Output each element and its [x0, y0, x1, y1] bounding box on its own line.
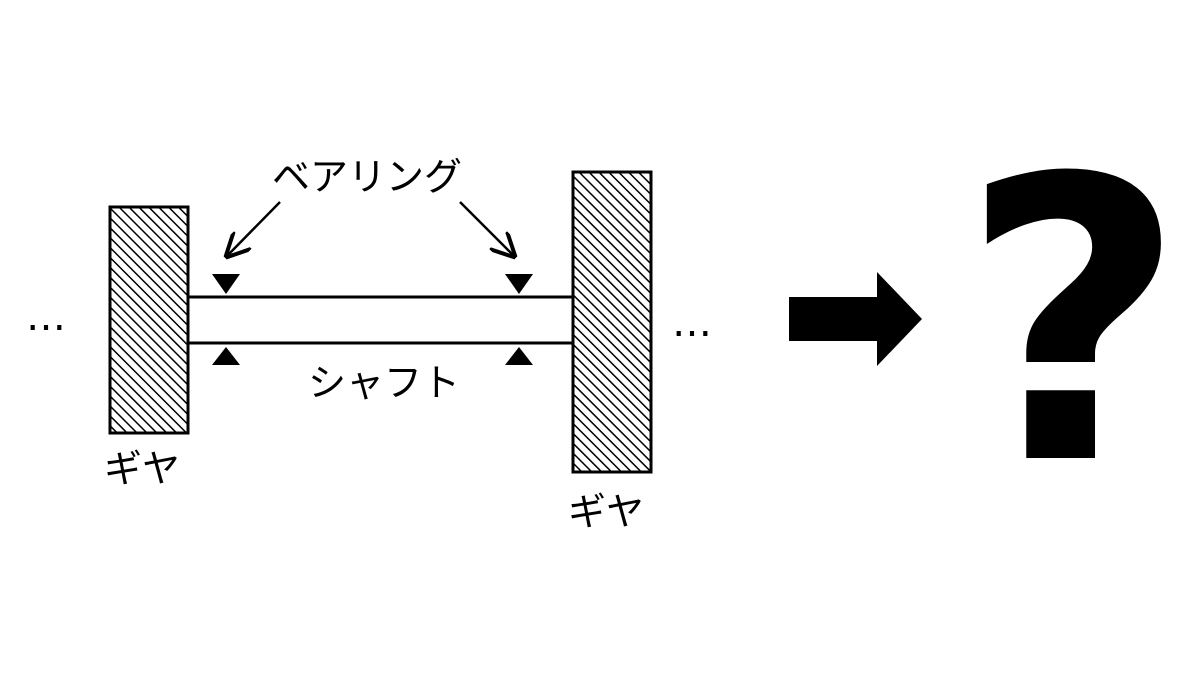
- bearing-arrow-left: [227, 201, 281, 256]
- right-arrow-icon: [789, 272, 922, 366]
- ellipsis-left: …: [26, 294, 70, 340]
- gear-label-right: ギヤ: [568, 490, 644, 534]
- shaft-label: シャフト: [308, 361, 460, 405]
- bearing-top-left: [212, 274, 240, 294]
- gear-label-left: ギヤ: [104, 447, 180, 491]
- bearing-top-right: [505, 274, 533, 294]
- bearing-arrow-right: [459, 201, 514, 256]
- left-gear: [108, 205, 190, 435]
- bearing-bottom-right: [505, 347, 533, 365]
- bearing-label: ベアリング: [272, 155, 462, 199]
- question-mark: ?: [960, 96, 1186, 550]
- ellipsis-right: …: [672, 300, 716, 346]
- shaft: [184, 295, 576, 345]
- bearing-bottom-left: [212, 347, 240, 365]
- right-gear: [571, 170, 653, 474]
